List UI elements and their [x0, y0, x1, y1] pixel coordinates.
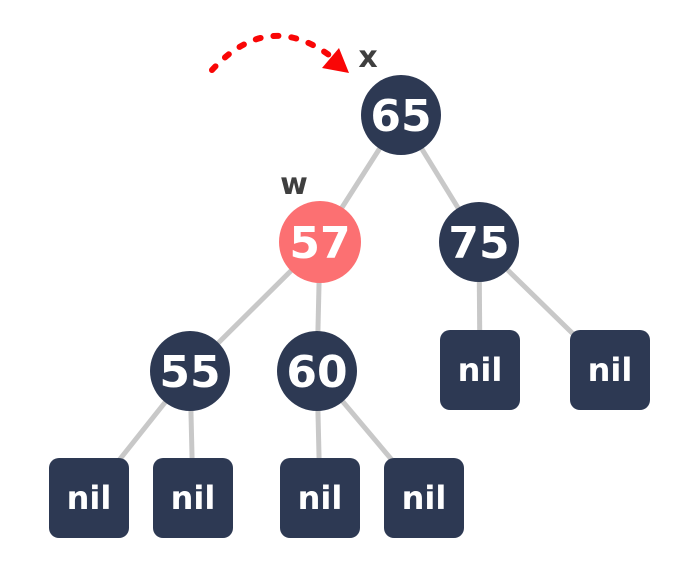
nil-node-2: nil: [153, 458, 233, 538]
node-value-65: 65: [370, 91, 431, 142]
tree-node-75: 75: [439, 202, 519, 282]
nil-label-1: nil: [67, 479, 112, 517]
arrowhead-icon: [322, 48, 349, 73]
node-value-57: 57: [289, 218, 350, 269]
nil-rect-4: [384, 458, 464, 538]
nil-rect-6: [570, 330, 650, 410]
nil-label-2: nil: [171, 479, 216, 517]
tree-node-65: 65: [361, 75, 441, 155]
nil-label-3: nil: [298, 479, 343, 517]
node-circle-57-highlighted: [279, 201, 361, 283]
nil-rect-5: [440, 330, 520, 410]
nil-label-6: nil: [588, 351, 633, 389]
nil-rect-2: [153, 458, 233, 538]
node-value-55: 55: [159, 347, 220, 398]
node-circle-75: [439, 202, 519, 282]
tree-node-55: 55: [150, 331, 230, 411]
nil-node-6: nil: [570, 330, 650, 410]
curved-dashed-arrow-icon: [209, 32, 341, 73]
tree-node-60: 60: [277, 331, 357, 411]
node-circle-60: [277, 331, 357, 411]
tree-edges: [87, 113, 612, 500]
nil-rect-1: [49, 458, 129, 538]
nil-node-4: nil: [384, 458, 464, 538]
tree-node-57: 57: [279, 201, 361, 283]
node-value-60: 60: [286, 347, 347, 398]
node-circle-65: [361, 75, 441, 155]
nil-label-5: nil: [458, 351, 503, 389]
pointer-label-w: w: [280, 167, 308, 202]
node-value-75: 75: [448, 218, 509, 269]
nil-label-4: nil: [402, 479, 447, 517]
pointer-move-arrow: [209, 32, 349, 73]
nil-rect-3: [280, 458, 360, 538]
nil-node-1: nil: [49, 458, 129, 538]
nil-node-3: nil: [280, 458, 360, 538]
node-circle-55: [150, 331, 230, 411]
nil-node-5: nil: [440, 330, 520, 410]
pointer-label-x: x: [358, 40, 377, 75]
